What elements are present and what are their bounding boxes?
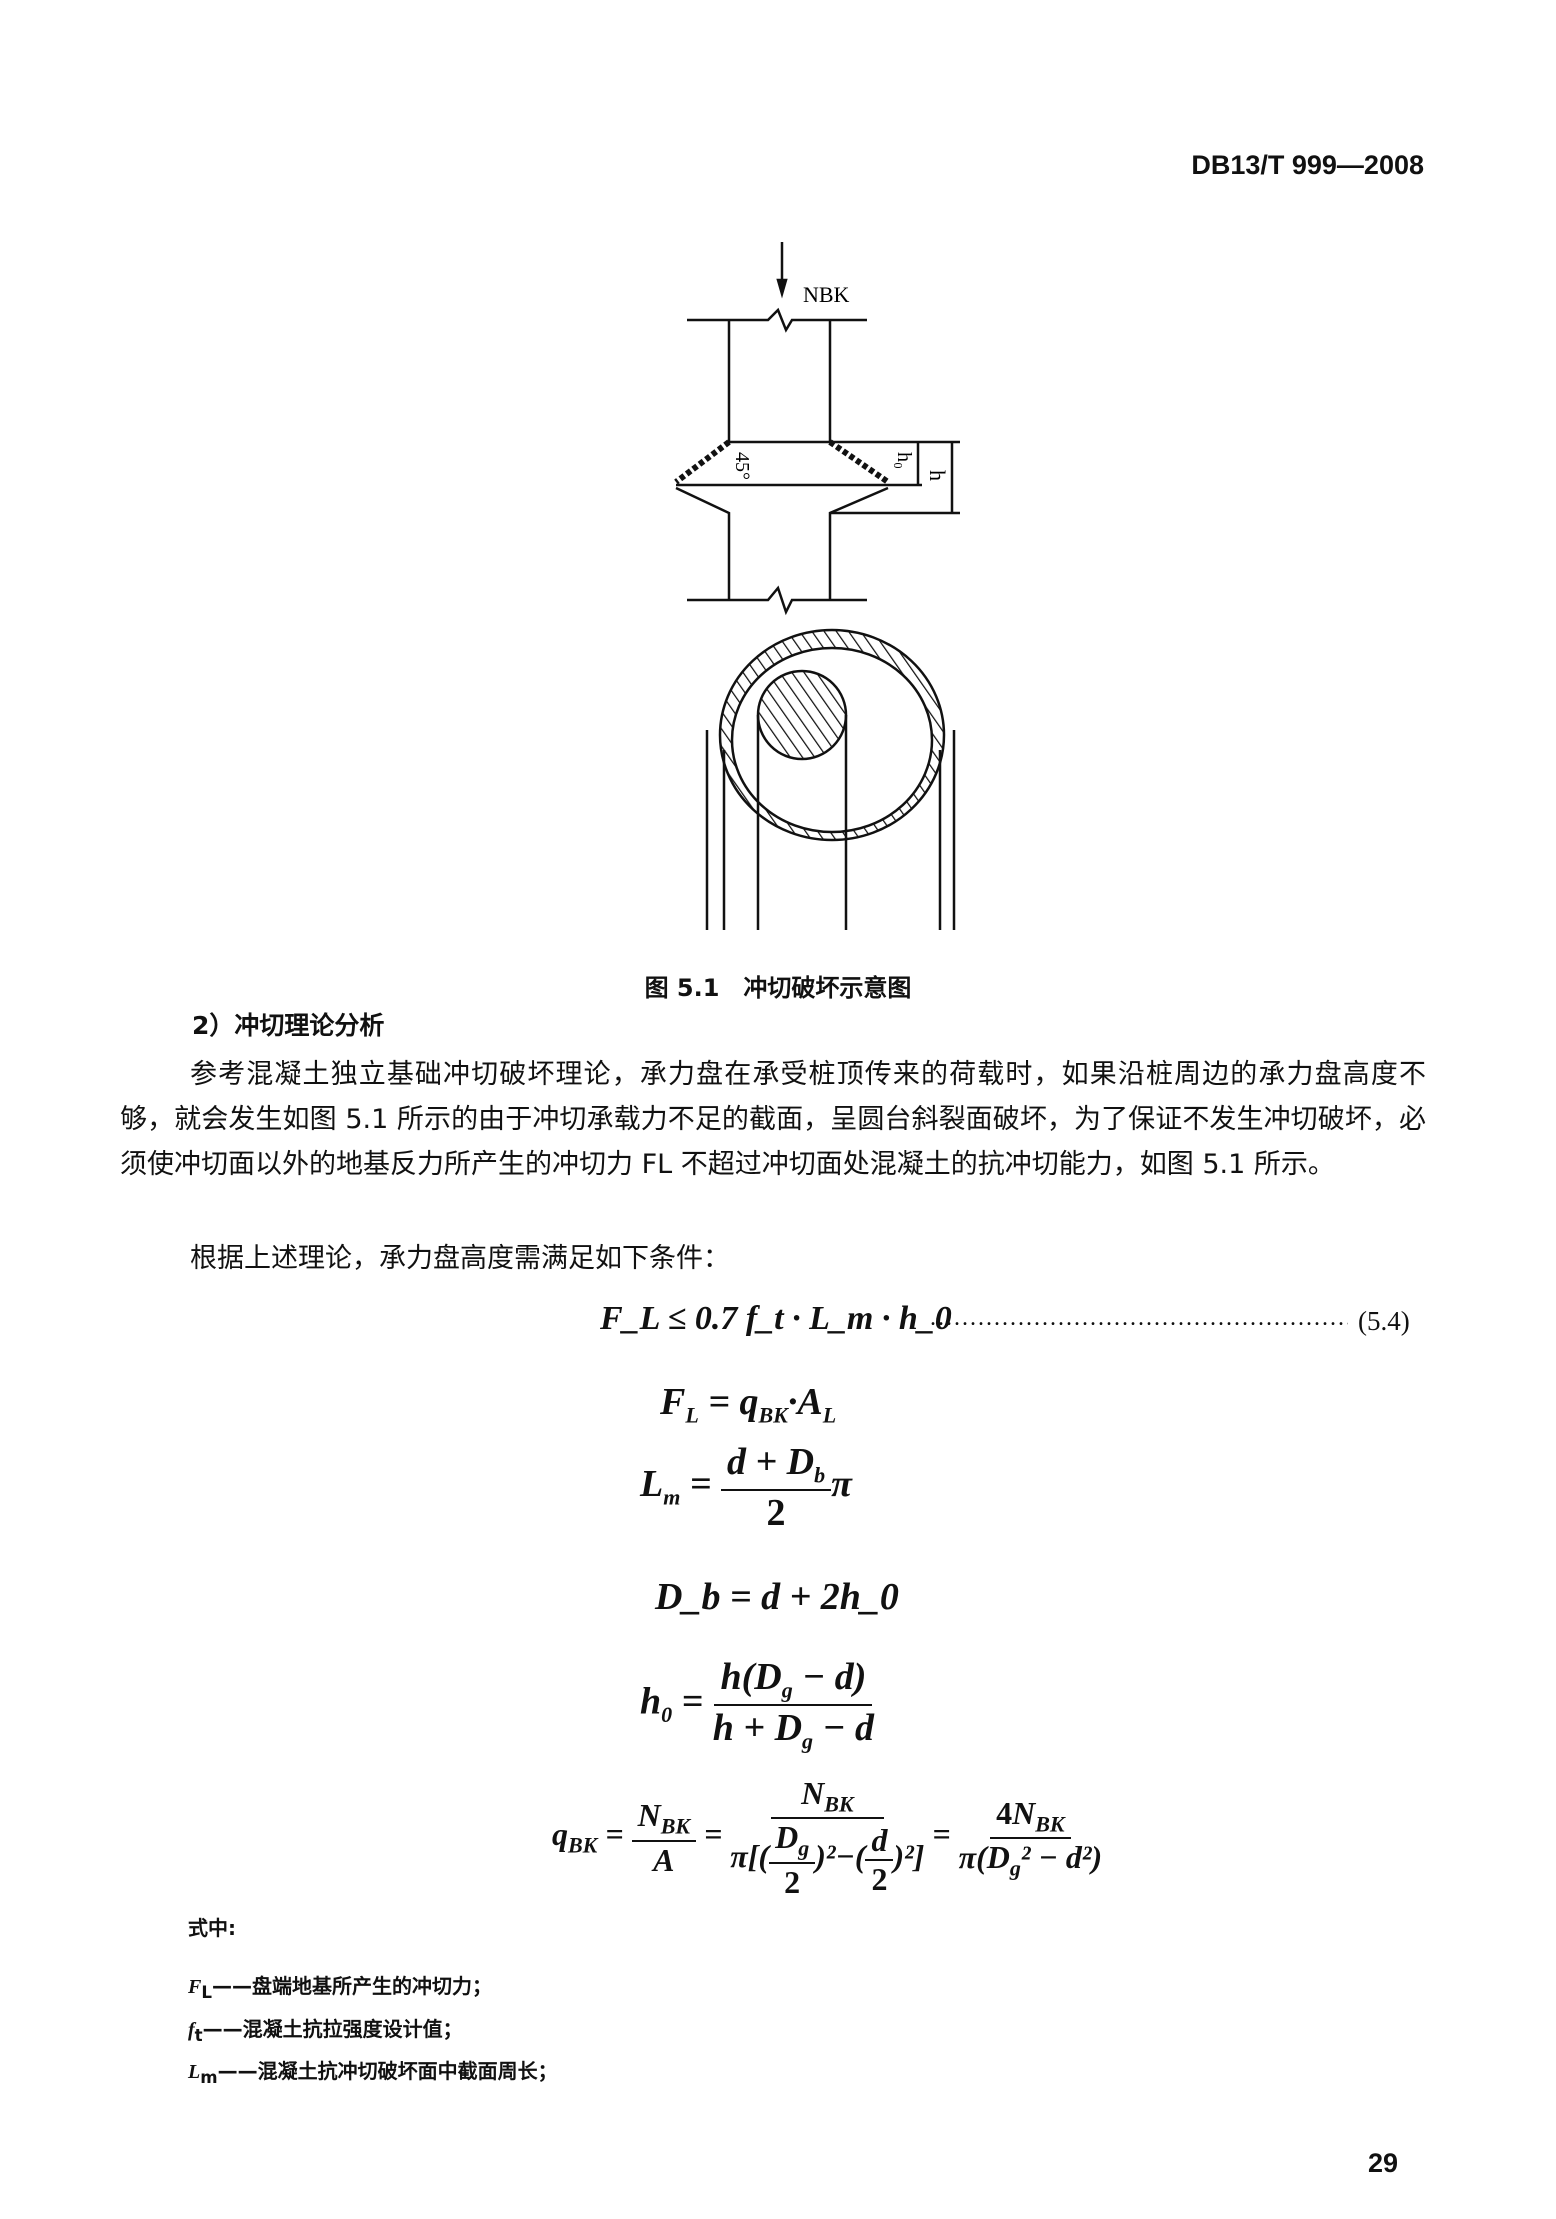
top-break-line: [687, 307, 867, 333]
punching-failure-figure: NBK 45° h₀ h d Db Dg: [674, 242, 960, 930]
page-number: 29: [1368, 2148, 1399, 2178]
paragraph-text: 参考混凝土独立基础冲切破坏理论，承力盘在承受桩顶传来的荷载时，如果沿桩周边的承力…: [120, 1059, 1426, 1180]
legend-item-ft: ft——混凝土抗拉强度设计值；: [188, 2017, 463, 2045]
bottom-break-line: [687, 585, 867, 616]
angle-label: 45°: [731, 452, 753, 480]
load-label: NBK: [803, 282, 850, 307]
h-label: h: [925, 470, 950, 481]
section-title: 2）冲切理论分析: [192, 1011, 385, 1040]
leader-dots: ........................................…: [930, 1305, 1348, 1331]
equation-5-4: F_L ≤ 0.7 f_t · L_m · h_0: [600, 1300, 952, 1337]
figure-caption: 图 5.1 冲切破坏示意图: [644, 974, 912, 1002]
legend-item-fl: FL——盘端地基所产生的冲切力；: [188, 1974, 492, 2002]
condition-text: 根据上述理论，承力盘高度需满足如下条件：: [190, 1243, 730, 1274]
elevation-view: [674, 242, 960, 616]
equation-number: (5.4): [1358, 1306, 1410, 1336]
equation-h0: h0 = h(Dg − d)h + Dg − d: [640, 1656, 875, 1754]
body-paragraph: 参考混凝土独立基础冲切破坏理论，承力盘在承受桩顶传来的荷载时，如果沿桩周边的承力…: [120, 1052, 1426, 1187]
equation-db: D_b = d + 2h_0: [655, 1576, 899, 1618]
legend-title: 式中:: [188, 1916, 236, 1940]
document-code: DB13/T 999—2008: [1191, 150, 1424, 180]
legend-item-lm: Lm——混凝土抗冲切破坏面中截面周长；: [188, 2059, 558, 2087]
plan-view: [705, 628, 956, 930]
equation-fl: FL = qBK·AL: [660, 1381, 837, 1428]
h0-label: h₀: [893, 452, 915, 469]
